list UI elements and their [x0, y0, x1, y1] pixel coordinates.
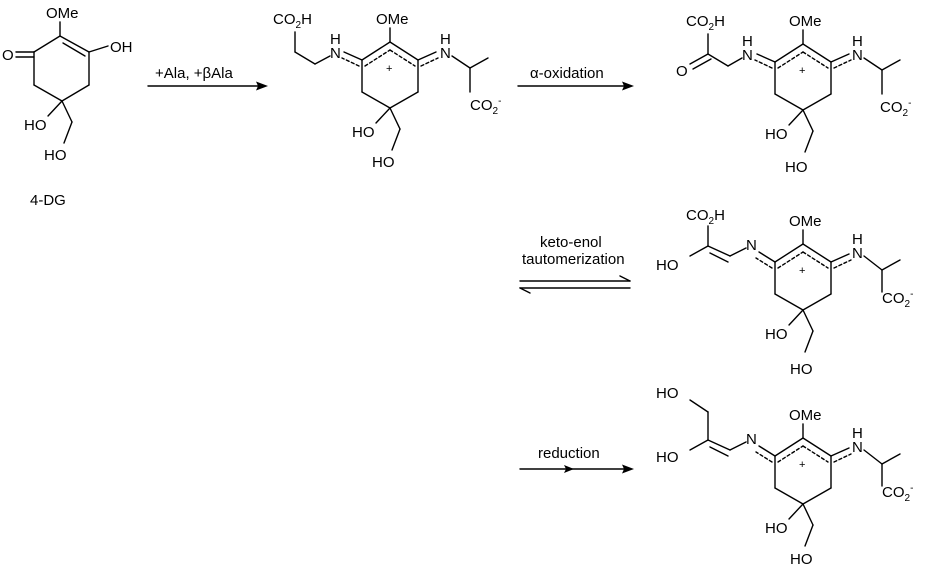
- ome-label: OMe: [789, 407, 822, 424]
- n-label: N: [852, 439, 863, 456]
- n-label: N: [440, 45, 451, 62]
- ho-label: HO: [44, 147, 67, 164]
- compound-2: + OMe N H CO2H N H CO2- HO HO: [273, 11, 501, 171]
- h-label: H: [852, 33, 863, 50]
- n-label: N: [746, 431, 757, 448]
- co2h-label: CO2H: [686, 13, 725, 33]
- reaction-arrow-2: α-oxidation: [517, 65, 634, 91]
- arrow-label-keto-enol: keto-enol: [540, 234, 602, 251]
- h-label: H: [852, 231, 863, 248]
- compound-5: + OMe N HO HO N H CO2- HO HO: [656, 385, 913, 568]
- h-label: H: [330, 31, 341, 48]
- n-label: N: [330, 45, 341, 62]
- ho-label: HO: [656, 257, 679, 274]
- ho-label: HO: [656, 449, 679, 466]
- ho-label: HO: [790, 551, 813, 568]
- oxo-label: O: [676, 63, 688, 80]
- carboxylate-label: CO2-: [882, 289, 913, 310]
- positive-charge: +: [799, 459, 805, 471]
- ho-label: HO: [765, 326, 788, 343]
- ho-label: HO: [656, 385, 679, 402]
- ho-label: HO: [765, 126, 788, 143]
- compound-label-4dg: 4-DG: [30, 192, 66, 209]
- ome-label: OMe: [46, 5, 79, 22]
- ho-label: HO: [352, 124, 375, 141]
- n-label: N: [746, 237, 757, 254]
- compound-4dg: OMe OH O HO HO 4-DG: [2, 5, 133, 209]
- h-label: H: [852, 425, 863, 442]
- carboxylate-label: CO2-: [470, 96, 501, 117]
- ho-label: HO: [790, 361, 813, 378]
- carboxylate-label: CO2-: [880, 98, 911, 119]
- compound-4: + OMe N CO2H HO N H CO2- HO HO: [656, 207, 913, 378]
- positive-charge: +: [386, 63, 392, 75]
- ho-label: HO: [24, 117, 47, 134]
- h-label: H: [742, 33, 753, 50]
- oxo-label: O: [2, 47, 14, 64]
- n-label: N: [852, 47, 863, 64]
- arrow-label-alpha-oxidation: α-oxidation: [530, 65, 604, 82]
- oh-label: OH: [110, 39, 133, 56]
- arrow-label-tautomerization: tautomerization: [522, 251, 625, 268]
- compound-3: + OMe N H O CO2H N H CO2- HO HO: [676, 13, 911, 176]
- reaction-arrow-reduction: reduction: [519, 445, 634, 474]
- n-label: N: [742, 47, 753, 64]
- ho-label: HO: [785, 159, 808, 176]
- positive-charge: +: [799, 265, 805, 277]
- ho-label: HO: [372, 154, 395, 171]
- co2h-label: CO2H: [686, 207, 725, 227]
- h-label: H: [440, 31, 451, 48]
- arrow-label-ala: +Ala, +βAla: [155, 65, 233, 82]
- reaction-arrow-1: +Ala, +βAla: [147, 65, 268, 91]
- arrow-label-reduction: reduction: [538, 445, 600, 462]
- carboxylate-label: CO2-: [882, 483, 913, 504]
- positive-charge: +: [799, 65, 805, 77]
- co2h-label: CO2H: [273, 11, 312, 31]
- ho-label: HO: [765, 520, 788, 537]
- equilibrium-arrow: keto-enol tautomerization: [519, 234, 631, 294]
- ome-label: OMe: [789, 213, 822, 230]
- ome-label: OMe: [789, 13, 822, 30]
- n-label: N: [852, 245, 863, 262]
- ome-label: OMe: [376, 11, 409, 28]
